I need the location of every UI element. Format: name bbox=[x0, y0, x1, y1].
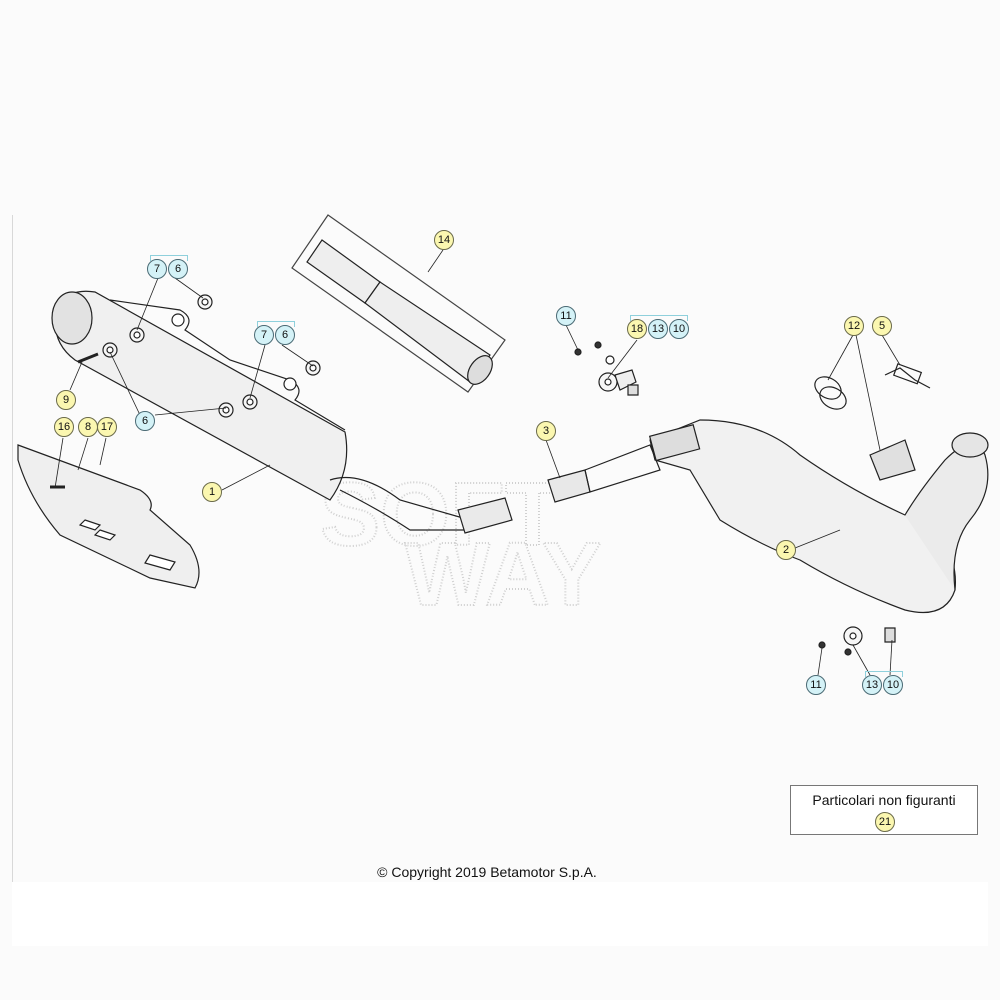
callout-9[interactable]: 9 bbox=[56, 390, 76, 410]
bracket-parts-top bbox=[574, 341, 639, 396]
callout-16[interactable]: 16 bbox=[54, 417, 74, 437]
callout-group-bracket bbox=[150, 255, 188, 261]
coupling-sleeve-part bbox=[547, 444, 661, 503]
footer-band bbox=[12, 882, 988, 946]
callout-13[interactable]: 13 bbox=[862, 675, 882, 695]
leader-lines bbox=[54, 249, 901, 676]
callout-10[interactable]: 10 bbox=[669, 319, 689, 339]
callout-11[interactable]: 11 bbox=[556, 306, 576, 326]
muffler-part bbox=[51, 290, 513, 534]
callout-2[interactable]: 2 bbox=[776, 540, 796, 560]
callout-7[interactable]: 7 bbox=[254, 325, 274, 345]
callout-group-bracket bbox=[630, 315, 688, 321]
callout-7[interactable]: 7 bbox=[147, 259, 167, 279]
callout-3[interactable]: 3 bbox=[536, 421, 556, 441]
callout-6[interactable]: 6 bbox=[275, 325, 295, 345]
softway-watermark: SOFT WAY bbox=[319, 464, 603, 626]
callout-14[interactable]: 14 bbox=[434, 230, 454, 250]
legend-box: Particolari non figuranti 21 bbox=[790, 785, 978, 835]
callout-18[interactable]: 18 bbox=[627, 319, 647, 339]
callout-6[interactable]: 6 bbox=[135, 411, 155, 431]
silencer-packing-part bbox=[291, 214, 506, 393]
screw-part bbox=[77, 352, 99, 364]
callout-10[interactable]: 10 bbox=[883, 675, 903, 695]
expansion-chamber-part bbox=[648, 419, 989, 614]
svg-text:WAY: WAY bbox=[405, 525, 602, 625]
callout-21[interactable]: 21 bbox=[875, 812, 895, 832]
copyright-text: © Copyright 2019 Betamotor S.p.A. bbox=[377, 864, 597, 880]
grommet-parts bbox=[102, 294, 321, 418]
frame-line bbox=[12, 215, 13, 945]
spring-part bbox=[884, 363, 931, 389]
callout-group-bracket bbox=[257, 321, 295, 327]
callout-13[interactable]: 13 bbox=[648, 319, 668, 339]
callout-12[interactable]: 12 bbox=[844, 316, 864, 336]
bracket-parts-bottom bbox=[818, 626, 896, 656]
callout-5[interactable]: 5 bbox=[872, 316, 892, 336]
callout-6[interactable]: 6 bbox=[168, 259, 188, 279]
callout-1[interactable]: 1 bbox=[202, 482, 222, 502]
heat-shield-part bbox=[17, 444, 200, 589]
o-ring-parts bbox=[814, 376, 847, 410]
callout-group-bracket bbox=[865, 671, 903, 677]
callout-11[interactable]: 11 bbox=[806, 675, 826, 695]
legend-title: Particolari non figuranti bbox=[812, 792, 956, 808]
svg-text:SOFT: SOFT bbox=[320, 465, 560, 565]
callout-17[interactable]: 17 bbox=[97, 417, 117, 437]
callout-8[interactable]: 8 bbox=[78, 417, 98, 437]
